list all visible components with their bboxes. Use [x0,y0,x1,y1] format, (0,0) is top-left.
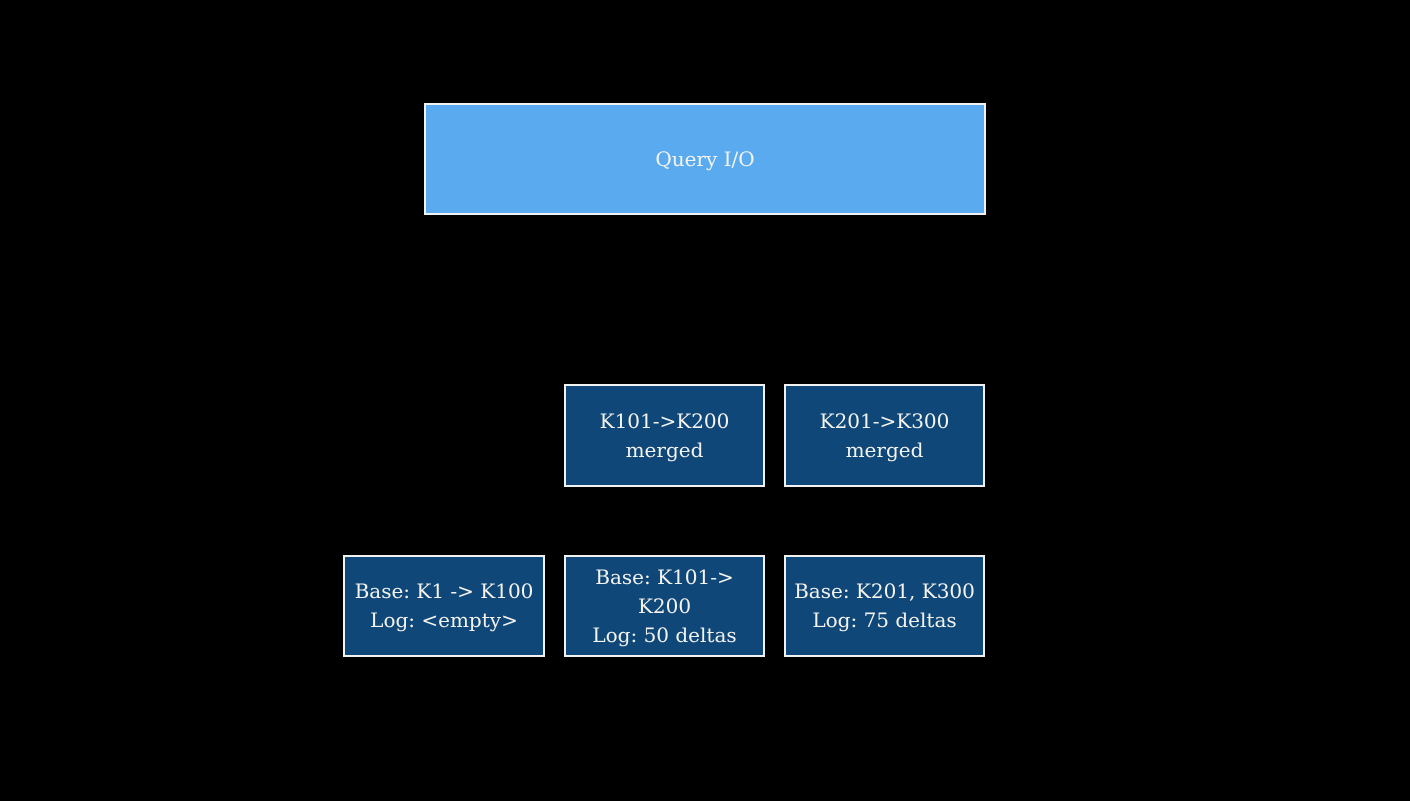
base-range: Base: K101-> K200 [595,564,734,618]
merged-run-node-k101-k200: K101->K200 merged [564,384,765,487]
base-node-k201-k300: Base: K201, K300 Log: 75 deltas [784,555,985,657]
query-io-node: Query I/O [424,103,986,215]
base-log: Log: 75 deltas [812,608,957,632]
base-node-k101-k200: Base: K101-> K200 Log: 50 deltas [564,555,765,657]
base-log: Log: <empty> [370,608,518,632]
base-log: Log: 50 deltas [592,622,737,647]
merged-run-status: merged [845,437,924,462]
base-node-k1-k100: Base: K1 -> K100 Log: <empty> [343,555,545,657]
base-range: Base: K1 -> K100 [354,579,534,603]
merged-run-node-k201-k300: K201->K300 merged [784,384,985,487]
base-range: Base: K201, K300 [794,579,975,603]
query-io-label: Query I/O [655,146,755,171]
merged-run-range: K201->K300 [819,408,950,433]
merged-run-status: merged [625,437,704,462]
merged-run-range: K101->K200 [599,408,730,433]
